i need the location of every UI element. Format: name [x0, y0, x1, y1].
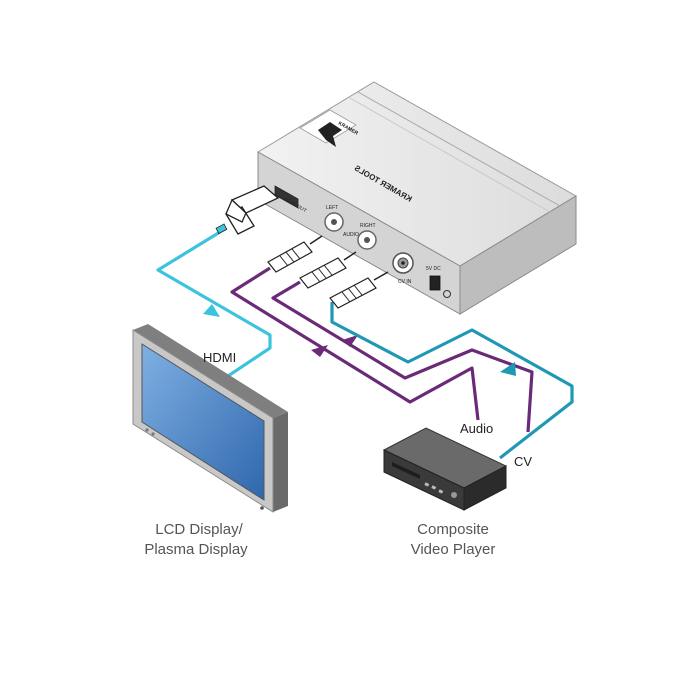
hdmi-label: HDMI — [203, 350, 236, 365]
cv-in-jack[interactable]: CV IN — [392, 252, 414, 285]
power-icon — [443, 290, 451, 298]
cv-cable — [330, 302, 574, 460]
audio-cable — [230, 266, 480, 421]
lcd-display — [132, 324, 288, 513]
display-caption-line2: Plasma Display — [144, 541, 248, 558]
composite-video-player — [382, 427, 508, 511]
audio-arrow-icon — [311, 345, 328, 357]
cv-label: CV — [514, 454, 532, 469]
hdmi-cable — [156, 230, 272, 382]
port-label-5v-dc: 5V DC — [426, 266, 441, 272]
rca-plug-left — [267, 235, 323, 273]
player-caption-line2: Video Player — [411, 541, 496, 558]
player-knob-icon — [451, 492, 457, 498]
display-caption-line1: LCD Display/ — [155, 521, 243, 538]
display-screen — [141, 343, 265, 501]
kramer-converter-device: KRAMER KRAMER TOOLS HDMI OUT LEFT RIGHT … — [257, 81, 577, 315]
port-label-left: LEFT — [326, 205, 338, 211]
rca-plug-right — [299, 251, 357, 289]
port-label-right: RIGHT — [360, 223, 376, 229]
power-5v-dc-port[interactable]: 5V DC — [426, 266, 451, 298]
hdmi-arrow-icon — [203, 304, 220, 317]
hdmi-plug — [215, 185, 280, 235]
audio-left-jack[interactable]: LEFT — [324, 205, 344, 232]
port-label-cv-in: CV IN — [398, 279, 412, 285]
display-power-led-icon — [260, 506, 264, 510]
audio-right-jack[interactable]: RIGHT — [357, 223, 377, 250]
player-caption-line1: Composite — [417, 521, 489, 538]
rca-plug-cv — [329, 271, 389, 309]
audio-arrow-icon-2 — [342, 335, 358, 347]
port-label-audio: AUDIO — [343, 232, 359, 238]
cv-arrow-icon — [500, 362, 516, 376]
kramer-logo-icon: KRAMER — [299, 109, 359, 147]
audio-cable-right — [271, 280, 534, 433]
audio-label: Audio — [460, 421, 493, 436]
